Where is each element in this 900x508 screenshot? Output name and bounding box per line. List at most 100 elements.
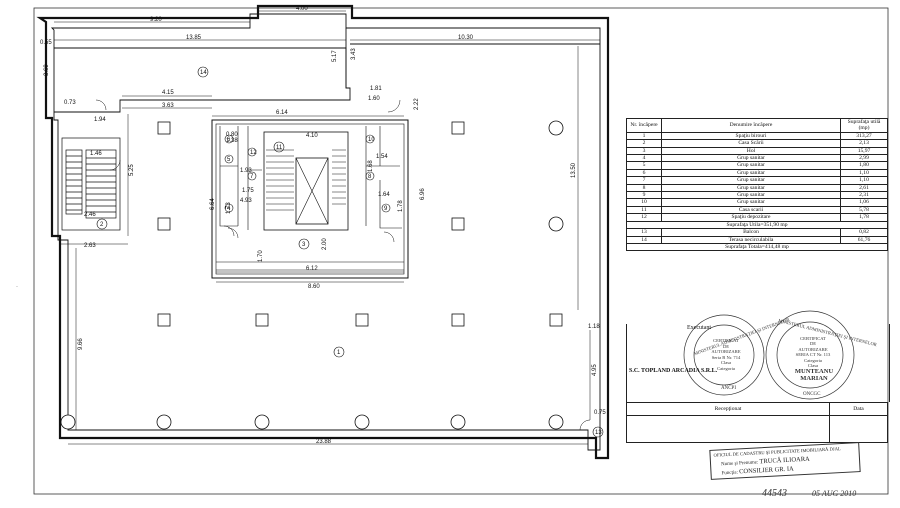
room-14-label: 14: [200, 70, 207, 76]
dim-2.22: 2.22: [414, 98, 420, 110]
stamp-name-value: TRUCĂ ILIOARA: [759, 455, 810, 466]
room-10-label: 10: [368, 137, 375, 143]
room-2-label: 2: [100, 222, 104, 228]
dim-9.66: 9.66: [78, 338, 84, 350]
cell-val: 1,80: [840, 161, 888, 170]
seal-left-line-3: AUTORIZARE: [711, 349, 741, 355]
seal-right: [765, 310, 855, 400]
dim-1.68: 1.68: [368, 160, 374, 172]
stamp-function-row: Funcţia: CONSILIER GR. IA: [721, 466, 794, 477]
cell-nr: 3: [626, 146, 662, 156]
room-7-label: 7: [250, 174, 254, 180]
executant-name: S.C. TOPLAND ARCADIA S.R.L.: [629, 368, 718, 374]
cell-name: Grup sanitar: [661, 154, 841, 163]
dim-6.96: 6.96: [420, 188, 426, 200]
dimension-texts: 9.20 4.00 0.55 13.85 10.30 5.17 3.69 3.4…: [40, 6, 606, 445]
seal-right-name-1: MUNTEANU: [794, 368, 834, 375]
seal-left-bottom: ANCPI: [721, 386, 737, 391]
central-core: [211, 119, 409, 279]
stamp-function-value: CONSILIER GR. IA: [738, 465, 794, 476]
cell-name: Grup sanitar: [661, 191, 841, 200]
dim-13.85: 13.85: [186, 35, 202, 41]
cell-val: 0,82: [840, 228, 888, 237]
cell-val: 1,06: [840, 198, 888, 207]
dim-1.18: 1.18: [588, 324, 600, 330]
seal-right-bottom: ONCGC: [803, 392, 821, 397]
dim-6.14: 6.14: [276, 110, 288, 116]
total-util-row: Suprafaţa Utila=351,90 mp: [626, 220, 888, 230]
dim-5.25: 5.25: [129, 164, 135, 176]
registration-date: 05 AUG 2010: [812, 489, 857, 498]
dimension-lines: [54, 10, 600, 445]
dim-6.64: 6.64: [210, 198, 216, 210]
room-marker-labels: 1 2 5 4 7 6 12 10 9 8: [100, 137, 388, 356]
cell-name: Grup sanitar: [661, 183, 841, 193]
cell-nr: 1: [626, 131, 662, 141]
stamp-office: OFICIUL DE CADASTRU ŞI PUBLICITATE IMOBI…: [713, 446, 841, 458]
executant-label: Executant: [687, 325, 711, 331]
dim-10.30: 10.30: [458, 35, 474, 41]
total-util: Suprafaţa Utila=351,90 mp: [626, 220, 888, 230]
dim-2.46: 2.46: [84, 212, 96, 218]
dim-2.00: 2.00: [322, 238, 328, 250]
cell-nr: 10: [626, 198, 662, 207]
seal-right-line-2: DE: [809, 341, 817, 347]
dim-1.60: 1.60: [368, 96, 380, 102]
dim-3.69: 3.69: [44, 64, 50, 76]
cell-name: Hol: [661, 146, 841, 156]
room-6-label: 6: [227, 137, 231, 143]
room-1-label: 1: [337, 350, 341, 356]
dim-1.81: 1.81: [370, 86, 382, 92]
col-header-area: Suprafaţa utilă (mp): [840, 118, 888, 133]
seal-left-line-1: CERTIFICAT: [713, 338, 739, 343]
cell-name: Balcon: [661, 228, 841, 237]
cell-name: Casa Scării: [661, 139, 841, 148]
cell-nr: 6: [626, 168, 662, 178]
cell-val: 2,13: [840, 139, 888, 148]
cell-val: 61,76: [840, 235, 888, 244]
cell-nr: 13: [626, 228, 662, 237]
cell-nr: 9: [626, 191, 662, 200]
seal-right-line-1: CERTIFICAT: [800, 336, 826, 341]
cell-nr: 8: [626, 183, 662, 193]
cell-val: 2,31: [840, 191, 888, 200]
seal-right-name-2: MARIAN: [800, 375, 828, 382]
dim-9.20: 9.20: [150, 17, 162, 23]
total-built: Suprafaţa Totala=414,48 mp: [626, 242, 888, 252]
total-built-row: Suprafaţa Totala=414,48 mp: [626, 242, 888, 252]
cell-nr: 2: [626, 139, 662, 148]
seal-right-center: CERTIFICAT DE AUTORIZARE SERIA CT Nr. 11…: [791, 336, 835, 368]
cell-name: Grup sanitar: [661, 161, 841, 170]
cell-nr: 11: [626, 205, 662, 215]
dim-1.94: 1.94: [94, 117, 106, 123]
cell-val: 15,97: [840, 146, 888, 156]
dim-1.46: 1.46: [90, 151, 102, 157]
cell-name: Grup sanitar: [661, 198, 841, 207]
cell-val: 1,10: [840, 176, 888, 185]
dim-1.78: 1.78: [398, 200, 404, 212]
seal-left-line-6: Categoria: [717, 365, 735, 371]
cell-val: 5,78: [840, 205, 888, 215]
dim-13.50: 13.50: [571, 162, 577, 178]
cell-val: 2,61: [840, 183, 888, 193]
data-label: Data: [829, 402, 888, 416]
dim-5.17: 5.17: [332, 50, 338, 62]
cell-val: 1,78: [840, 213, 888, 222]
room-schedule-table: Nr. încăpere Denumire încăpere Suprafaţa…: [626, 118, 888, 252]
stamp-function-label: Funcţia:: [721, 470, 739, 477]
seal-right-name: MUNTEANU MARIAN: [787, 368, 841, 382]
room-3-label: 3: [302, 242, 306, 248]
door-swings: [95, 99, 591, 431]
dim-4.15: 4.15: [162, 90, 174, 96]
